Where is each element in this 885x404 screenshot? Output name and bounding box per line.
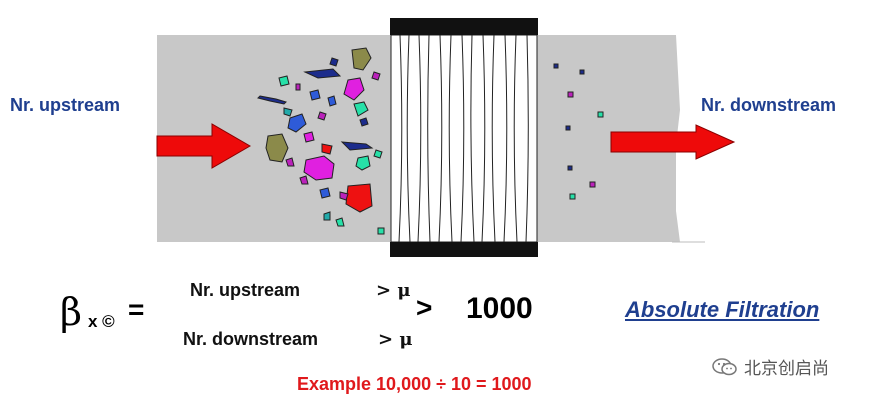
upstream-arrow: [156, 123, 251, 169]
filter-element: [390, 18, 538, 257]
beta-symbol: β: [60, 290, 82, 334]
example-calculation: Example 10,000 ÷ 10 = 1000: [297, 374, 532, 394]
watermark: 北京创启尚: [712, 354, 829, 379]
upstream-particles: [257, 47, 385, 235]
upstream-label: Nr. upstream: [10, 95, 121, 115]
downstream-arrow: [610, 124, 736, 160]
formula-numerator: Nr. upstream: [190, 280, 301, 300]
filter-bottom-cap: [390, 242, 538, 257]
filter-top-cap: [390, 18, 538, 35]
wechat-icon: [712, 357, 737, 375]
greater-than-sign: >: [416, 292, 433, 323]
absolute-filtration-title: Absolute Filtration: [625, 297, 820, 322]
denominator-unit: > μ: [378, 329, 413, 350]
beta-subscript: x ©: [88, 312, 115, 331]
formula-denominator: Nr. downstream: [183, 329, 319, 349]
downstream-particles: [553, 63, 604, 200]
threshold-value: 1000: [466, 292, 533, 325]
equals-sign: =: [128, 294, 145, 325]
numerator-unit: > μ: [376, 280, 411, 301]
watermark-text: 北京创启尚: [744, 359, 829, 378]
downstream-label: Nr. downstream: [701, 95, 837, 115]
